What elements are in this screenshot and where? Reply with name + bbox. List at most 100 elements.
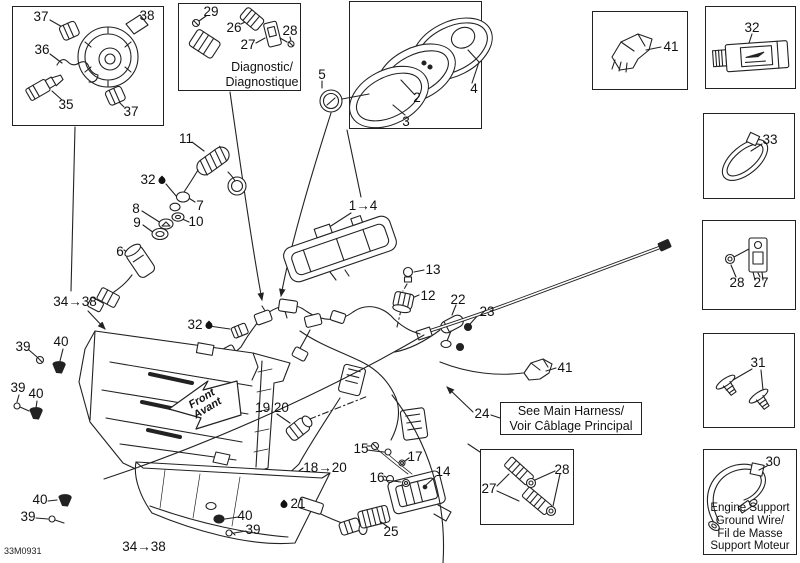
part-callout-11: 11 [179, 132, 193, 146]
part-callout-23: 23 [479, 305, 494, 319]
part-callout-34-38-b: 34→38 [122, 540, 166, 554]
part-callout-text: 23 [479, 304, 495, 319]
part-callout-39-d: 39 [245, 523, 260, 537]
box-lubricant-tube-32 [705, 6, 796, 89]
tether-switch-drawing [87, 141, 247, 313]
part-callout-text: 32 [744, 20, 760, 35]
part-callout-10: 10 [188, 215, 203, 229]
part-callout-text: 32 [140, 172, 156, 187]
grease-drop-icon [279, 499, 289, 509]
part-callout-text: 3 [402, 114, 410, 129]
part-callout-27-diag: 27 [240, 38, 255, 52]
part-callout-40-c: 40 [32, 493, 47, 507]
brackets-bottom-drawing [467, 443, 561, 517]
part-callout-text: 15 [353, 441, 369, 456]
part-callout-40-b: 40 [28, 387, 43, 401]
hood-outline-drawing [103, 334, 445, 563]
part-callout-text: 9 [133, 215, 141, 230]
part-callout-text: 40 [28, 386, 44, 401]
part-callout-text: 27 [753, 275, 769, 290]
part-callout-19-20: 19,20 [255, 401, 289, 415]
box-ground-wire-30 [703, 449, 797, 555]
part-callout-40-a: 40 [53, 335, 68, 349]
part-callout-text: 27 [240, 37, 256, 52]
bracket-27-28-drawing [724, 237, 768, 281]
part-callout-5: 5 [318, 68, 326, 82]
part-callout-30: 30 [765, 455, 780, 469]
part-callout-drawing-code: 33M0931 [4, 544, 42, 558]
part-callout-34-38-a: 34→38 [53, 295, 97, 309]
part-callout-text: 27 [481, 481, 497, 496]
part-callout-text: 19,20 [255, 400, 289, 415]
part-callout-39-c: 39 [20, 510, 35, 524]
part-callout-text: 28 [282, 23, 298, 38]
part-callout-40-d: 40 [237, 509, 252, 523]
part-callout-24: 24 [474, 407, 489, 421]
part-callout-32-c: 32 [187, 317, 214, 332]
diagnostic-label-line1: Diagnostic/ [231, 60, 293, 74]
part-callout-text: 14 [435, 464, 451, 479]
part-callout-text: 24 [474, 406, 490, 421]
part-callout-4: 4 [470, 82, 478, 96]
part-callout-36: 36 [34, 43, 49, 57]
part-callout-31: 31 [750, 356, 765, 370]
part-callout-15: 15 [353, 442, 368, 456]
part-callout-text: 11 [178, 131, 194, 146]
bulb-socket-valve-drawing [392, 266, 481, 353]
part-callout-16: 16 [369, 471, 384, 485]
rivets-31-drawing [715, 368, 770, 410]
headlight-lens-drawing [134, 451, 331, 545]
main-harness-note-line1: See Main Harness/ [517, 404, 625, 418]
part-callout-22: 22 [450, 293, 465, 307]
part-callout-text: 5 [318, 67, 326, 82]
part-callout-text: 33M0931 [4, 546, 42, 556]
part-callout-41-b: 41 [557, 361, 572, 375]
part-callout-28-diag: 28 [282, 24, 297, 38]
part-callout-text: 41 [557, 360, 573, 375]
part-callout-2: 2 [413, 91, 421, 105]
part-callout-text: 8 [132, 201, 140, 216]
part-callout-28-a: 28 [729, 276, 744, 290]
part-callout-text: 4 [470, 81, 478, 96]
part-callout-text: 17 [407, 449, 423, 464]
part-callout-32-a: 32 [744, 21, 759, 35]
part-callout-text: 1→4 [348, 198, 378, 213]
part-callout-26: 26 [226, 21, 241, 35]
part-callout-27-b: 27 [481, 482, 496, 496]
part-callout-39-b: 39 [10, 381, 25, 395]
part-callout-text: 2 [413, 90, 421, 105]
clip-41-drawing [611, 33, 662, 73]
ground-wire-label: Engine Support Ground Wire/ Fil de Masse… [704, 502, 796, 553]
part-callout-text: 32 [187, 317, 203, 332]
part-callout-3: 3 [402, 115, 410, 129]
front-arrow-drawing [168, 380, 242, 430]
ground-wire-30-drawing [706, 462, 768, 532]
part-callout-7: 7 [196, 199, 204, 213]
part-callout-text: 39 [20, 509, 36, 524]
part-callout-28-b: 28 [554, 463, 569, 477]
part-callout-text: 39 [10, 380, 26, 395]
part-callout-37-a: 37 [33, 10, 48, 24]
ground-wire-label-line2: Ground Wire/ [715, 514, 785, 527]
gauge-cluster-drawing [279, 17, 493, 298]
part-callout-33: 33 [762, 133, 777, 147]
headlamp-bulbs-drawing [25, 14, 149, 292]
fasteners-39-40-drawing [13, 348, 247, 537]
part-callout-text: 13 [425, 262, 441, 277]
ground-wire-label-line3: Fil de Masse [717, 527, 783, 540]
part-callout-25: 25 [383, 525, 398, 539]
part-callout-text: 25 [383, 524, 399, 539]
part-callout-6: 6 [116, 245, 124, 259]
part-callout-text: 18→20 [303, 460, 347, 475]
part-callout-text: 30 [765, 454, 781, 469]
part-callout-text: 10 [188, 214, 204, 229]
part-callout-text: 29 [203, 4, 219, 19]
part-callout-text: 39 [245, 522, 261, 537]
part-callout-27-a: 27 [753, 276, 768, 290]
main-harness-drawing [208, 298, 557, 465]
grease-drop-icon [204, 320, 214, 330]
box-gauge-cluster [349, 1, 482, 129]
part-callout-37-b: 37 [123, 105, 138, 119]
